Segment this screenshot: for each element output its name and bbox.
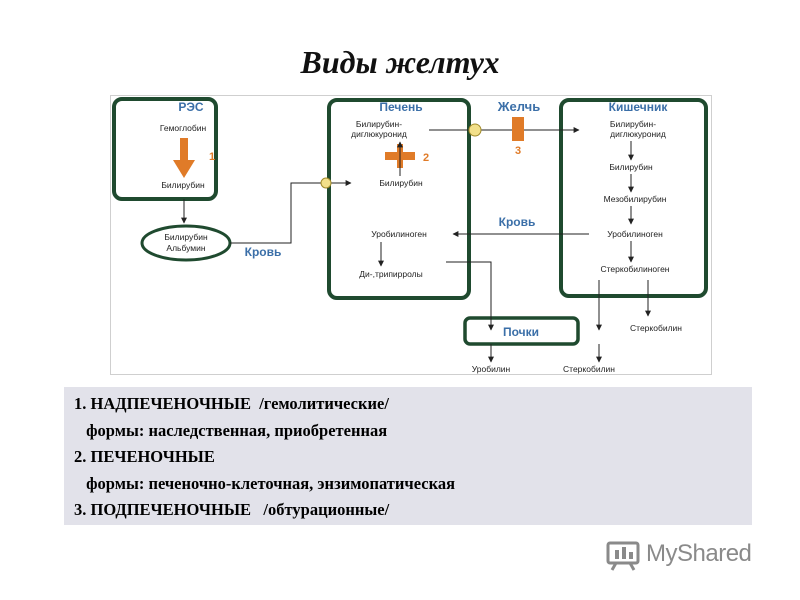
jaundice-types-list: 1. НАДПЕЧЕНОЧНЫЕ /гемолитические/ формы:…	[64, 387, 752, 525]
liver-conj-line1: Билирубин-	[356, 119, 402, 129]
liver-conj-line2: диглюкуронид	[351, 129, 407, 139]
step1-number: 1	[209, 151, 215, 163]
urobilin-text: Уробилин	[472, 364, 511, 374]
blood-right-label: Кровь	[499, 215, 536, 229]
step1-arrow-icon	[173, 138, 195, 178]
intestine-bilirubin-text: Билирубин	[609, 162, 653, 172]
step3-block-icon	[512, 117, 524, 141]
bile-node	[468, 123, 482, 137]
kidneys-label: Почки	[503, 325, 539, 339]
liver-urobilinogen-text: Уробилиноген	[371, 229, 427, 239]
intestine-box	[559, 98, 708, 298]
blood-node-left	[320, 177, 332, 189]
stercobilin-bottom-text: Стеркобилин	[563, 364, 615, 374]
watermark-text: MyShared	[646, 540, 752, 567]
list-item: 2. ПЕЧЕНОЧНЫЕ	[74, 447, 215, 466]
res-bilirubin-text: Билирубин	[161, 180, 205, 190]
intestine-label: Кишечник	[609, 100, 669, 114]
res-box	[112, 97, 218, 201]
list-item: 1. НАДПЕЧЕНОЧНЫЕ /гемолитические/	[74, 394, 389, 413]
blood-left-label: Кровь	[245, 245, 282, 259]
hemoglobin-text: Гемоглобин	[160, 123, 207, 133]
liver-box	[327, 98, 471, 300]
stercobilinogen-text: Стеркобилиноген	[600, 264, 669, 274]
bile-label: Желчь	[497, 99, 540, 114]
intestine-conj-line1: Билирубин-	[610, 119, 656, 129]
mesobilirubin-text: Мезобилирубин	[604, 194, 667, 204]
watermark: MyShared	[606, 534, 752, 574]
stercobilin-right-text: Стеркобилин	[630, 323, 682, 333]
myshared-logo-icon	[606, 541, 640, 571]
albumin-line1: Билирубин	[164, 232, 208, 242]
liver-label: Печень	[379, 100, 422, 114]
jaundice-diagram: РЭС Печень Желчь Кишечник Почки Гемоглоб…	[110, 95, 712, 375]
kidneys-box	[463, 316, 580, 346]
step3-number: 3	[515, 145, 521, 157]
liver-to-kidneys-path	[446, 261, 494, 331]
list-item: формы: наследственная, приобретенная	[82, 420, 388, 440]
intestine-urobilinogen-text: Уробилиноген	[607, 229, 663, 239]
res-label: РЭС	[178, 100, 204, 114]
dipyrroles-text: Ди-,трипирролы	[359, 269, 422, 279]
list-item: 3. ПОДПЕЧЕНОЧНЫЕ /обтурационные/	[74, 500, 390, 519]
step2-number: 2	[423, 152, 429, 164]
albumin-line2: Альбумин	[166, 243, 205, 253]
page-title: Виды желтух	[300, 44, 500, 80]
intestine-conj-line2: диглюкуронид	[610, 129, 666, 139]
list-item: формы: печеночно-клеточная, энзимопатиче…	[82, 473, 456, 493]
liver-bilirubin-text: Билирубин	[379, 178, 423, 188]
